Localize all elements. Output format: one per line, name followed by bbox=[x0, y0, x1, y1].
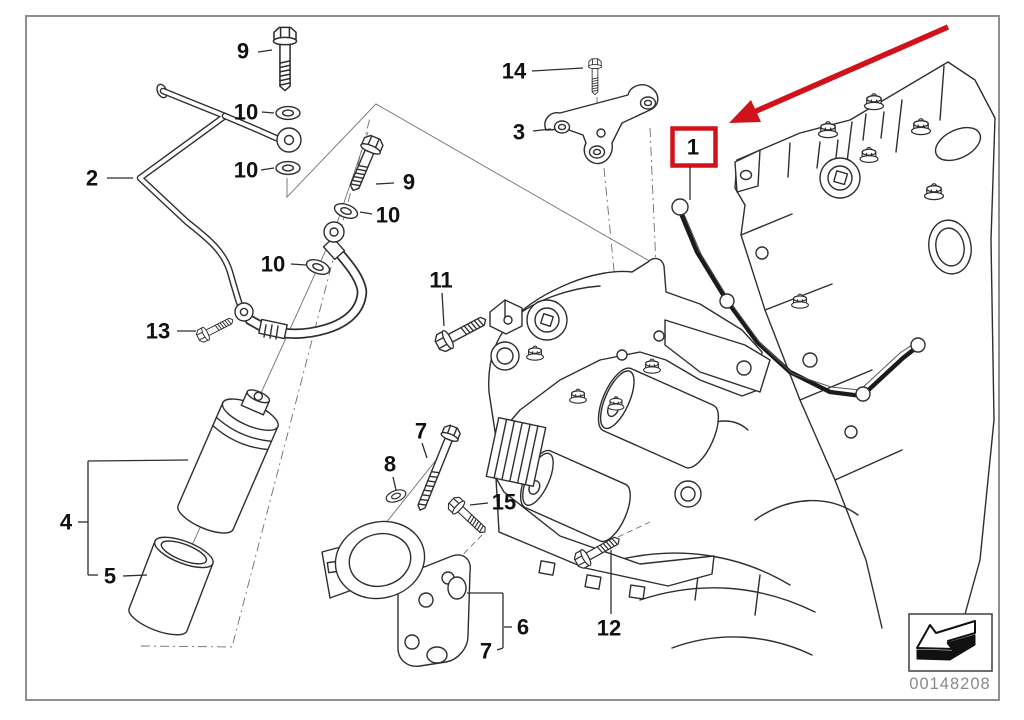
part-callout-10: 10 bbox=[376, 203, 400, 228]
leader-line bbox=[421, 442, 428, 459]
leader-line bbox=[290, 263, 307, 266]
image-number: 00148208 bbox=[909, 675, 990, 693]
oil-pipe-assembly bbox=[136, 26, 386, 345]
bracket-plate-3 bbox=[544, 58, 659, 165]
part-callout-4: 4 bbox=[60, 510, 73, 535]
part-callout-10: 10 bbox=[261, 252, 285, 277]
part-callout-2: 2 bbox=[86, 166, 98, 191]
leader-line bbox=[392, 476, 397, 491]
red-arrow bbox=[752, 24, 950, 115]
leader-line bbox=[441, 292, 445, 327]
part-callout-7: 7 bbox=[480, 639, 492, 664]
part-callout-9: 9 bbox=[237, 39, 249, 64]
vanos-unit bbox=[485, 257, 771, 600]
part-callout-12: 12 bbox=[597, 616, 621, 641]
direction-arrow-icon bbox=[916, 620, 976, 650]
part-callout-7: 7 bbox=[415, 419, 427, 444]
gasket-part-1 bbox=[671, 198, 926, 402]
part-callout-13: 13 bbox=[146, 319, 170, 344]
leader-line bbox=[496, 647, 504, 651]
leader-line bbox=[531, 67, 584, 72]
filter-sleeve bbox=[128, 536, 214, 636]
part-callout-6: 6 bbox=[517, 615, 529, 640]
leader-line bbox=[359, 211, 373, 215]
part-callout-8: 8 bbox=[384, 452, 396, 477]
part-callout-15: 15 bbox=[492, 490, 516, 515]
diagram-art bbox=[128, 26, 996, 667]
part-callout-10: 10 bbox=[234, 100, 258, 125]
direction-arrow-shadow bbox=[916, 634, 976, 661]
part-callout-3: 3 bbox=[513, 120, 525, 145]
part-callout-9: 9 bbox=[403, 170, 415, 195]
leader-line bbox=[260, 167, 275, 171]
leader-line bbox=[261, 111, 275, 114]
leader-line bbox=[532, 128, 552, 132]
leader-line bbox=[469, 502, 489, 506]
part-callout-14: 14 bbox=[502, 59, 527, 84]
leader-line bbox=[257, 49, 273, 53]
leader-line bbox=[375, 182, 395, 185]
stamp-group: 00148208 bbox=[908, 613, 993, 693]
red-arrow-head-icon bbox=[729, 100, 761, 123]
part-callout-10: 10 bbox=[234, 158, 258, 183]
oil-filter-cartridge bbox=[128, 389, 279, 636]
part-callout-5: 5 bbox=[104, 564, 116, 589]
part-callout-11: 11 bbox=[429, 268, 452, 293]
highlight-group bbox=[670, 24, 950, 168]
leader-line bbox=[87, 459, 189, 462]
clamp-bracket-6 bbox=[321, 422, 492, 667]
highlight-box bbox=[670, 126, 718, 168]
part-callout-1: 1 bbox=[687, 135, 699, 160]
engine-block bbox=[617, 61, 996, 656]
leader-line bbox=[122, 574, 148, 577]
